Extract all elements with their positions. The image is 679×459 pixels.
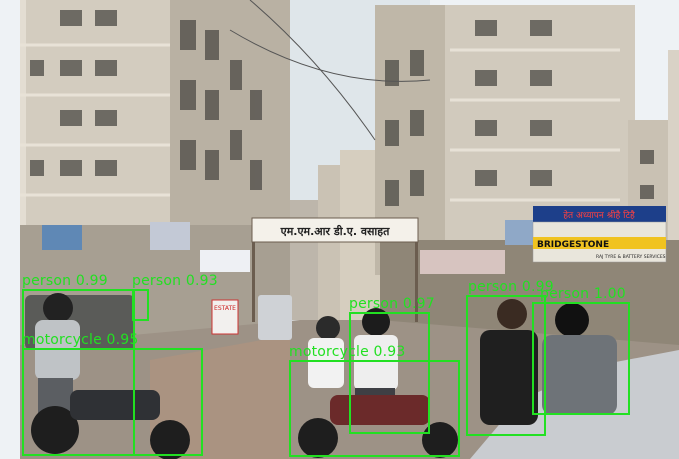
- detection-box-person-2: [132, 289, 149, 321]
- right-blue-sign: [505, 220, 535, 245]
- detection-label-motorcycle-1: motorcycle 0.95: [22, 332, 139, 348]
- distant-van: [258, 295, 292, 340]
- arch-text: एम.एम.आर डी.ए. वसाहत: [280, 224, 390, 238]
- bridgestone-shop: RAJ TYRE & BATTERY SERVICES: [596, 254, 666, 260]
- left-small-sign: [150, 222, 190, 250]
- detection-label-person-4: person 0.99: [468, 279, 554, 295]
- right-pink-sign: [420, 250, 505, 274]
- detection-label-person-3: person 0.97: [349, 296, 435, 312]
- right-building-ledges: [450, 48, 620, 202]
- detection-box-person-3: [349, 312, 430, 434]
- left-building-ledges: [20, 43, 170, 197]
- motorcycle-center: [298, 395, 458, 458]
- detection-box-person-5: [532, 302, 630, 415]
- bridgestone-banner-top-text: हेत अध्यापन श्रीहै टिहै: [563, 209, 635, 221]
- detection-label-person-5: person 1.00: [540, 286, 626, 302]
- arch-post-right: [415, 242, 418, 322]
- right-building-windows: [385, 20, 654, 206]
- detection-label-person-1: person 0.99: [22, 273, 108, 289]
- detection-box-motorcycle-2: [289, 360, 460, 457]
- arch-banner: [251, 217, 419, 243]
- left-blue-sign: [42, 225, 82, 250]
- bridgestone-brand: BRIDGESTONE: [537, 240, 609, 250]
- arch-post-left: [252, 242, 255, 322]
- estate-sign-text: ESTATE: [214, 305, 236, 312]
- bridgestone-yellow-band: [533, 237, 666, 249]
- left-building-windows: [30, 10, 262, 190]
- detection-label-motorcycle-2: motorcycle 0.93: [289, 344, 406, 360]
- detection-box-motorcycle-1: [22, 348, 203, 456]
- detection-box-person-4: [466, 295, 546, 436]
- bridgestone-banner-top: [533, 206, 666, 222]
- left-white-sign: [200, 250, 250, 272]
- estate-sign: [211, 299, 239, 335]
- riders-right: [480, 299, 617, 425]
- detection-label-person-2: person 0.93: [132, 273, 218, 289]
- overhead-wires: [229, 0, 431, 141]
- motorcycle-left: [31, 390, 190, 459]
